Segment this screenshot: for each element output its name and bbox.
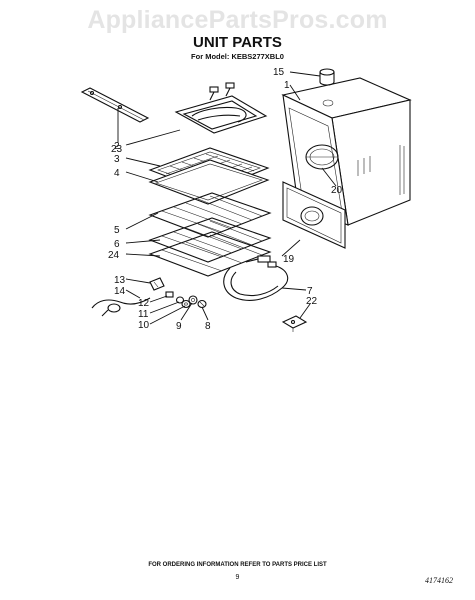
part-11-washer bbox=[175, 296, 185, 304]
callout-7: 7 bbox=[307, 286, 313, 297]
page-title: UNIT PARTS bbox=[193, 34, 282, 51]
callout-5: 5 bbox=[114, 225, 120, 236]
part-23-rail bbox=[80, 87, 150, 123]
callout-8: 8 bbox=[205, 321, 211, 332]
callout-13: 13 bbox=[114, 275, 126, 286]
part-19-rear-panel bbox=[282, 181, 346, 249]
part-5-oven-rack bbox=[148, 192, 272, 238]
callout-24: 24 bbox=[108, 250, 120, 261]
callout-6: 6 bbox=[114, 239, 120, 250]
part-4-broiler-pan bbox=[148, 159, 270, 205]
callout-22: 22 bbox=[306, 296, 318, 307]
callout-4: 4 bbox=[114, 168, 120, 179]
part-15-vent-cap bbox=[319, 68, 335, 86]
callout-12: 12 bbox=[138, 298, 150, 309]
callout-3: 3 bbox=[114, 154, 120, 165]
part-13-probe-clip bbox=[149, 277, 165, 291]
part-2-broil-element bbox=[174, 82, 268, 134]
document-number: 4174162 bbox=[425, 576, 453, 585]
model-line: For Model: KEBS277XBL0 bbox=[191, 52, 284, 61]
watermark: AppliancePartsPros.com bbox=[87, 6, 388, 34]
callout-19: 19 bbox=[283, 254, 295, 265]
part-10-bushing bbox=[181, 299, 191, 309]
part-12-nut bbox=[165, 291, 174, 298]
part-24-rack bbox=[148, 231, 272, 277]
callout-10: 10 bbox=[138, 320, 150, 331]
part-22-bracket bbox=[281, 315, 308, 332]
leader-lines bbox=[117, 71, 337, 325]
part-9-grommet bbox=[188, 295, 198, 305]
callout-9: 9 bbox=[176, 321, 182, 332]
callout-2: 2 bbox=[114, 141, 120, 152]
callout-11: 11 bbox=[138, 309, 149, 320]
callout-23: 23 bbox=[111, 144, 123, 155]
part-14-probe-wire bbox=[91, 297, 151, 317]
part-7-bake-element bbox=[223, 255, 289, 301]
part-6-oven-rack bbox=[148, 217, 272, 263]
callout-1: 1 bbox=[284, 80, 290, 91]
callout-20: 20 bbox=[331, 185, 343, 196]
part-8-screw bbox=[197, 299, 207, 309]
callout-14: 14 bbox=[114, 286, 126, 297]
ordering-note: FOR ORDERING INFORMATION REFER TO PARTS … bbox=[148, 562, 327, 568]
callout-15: 15 bbox=[273, 67, 285, 78]
page-number: 9 bbox=[235, 574, 240, 581]
part-20-fan-ring bbox=[305, 144, 339, 170]
